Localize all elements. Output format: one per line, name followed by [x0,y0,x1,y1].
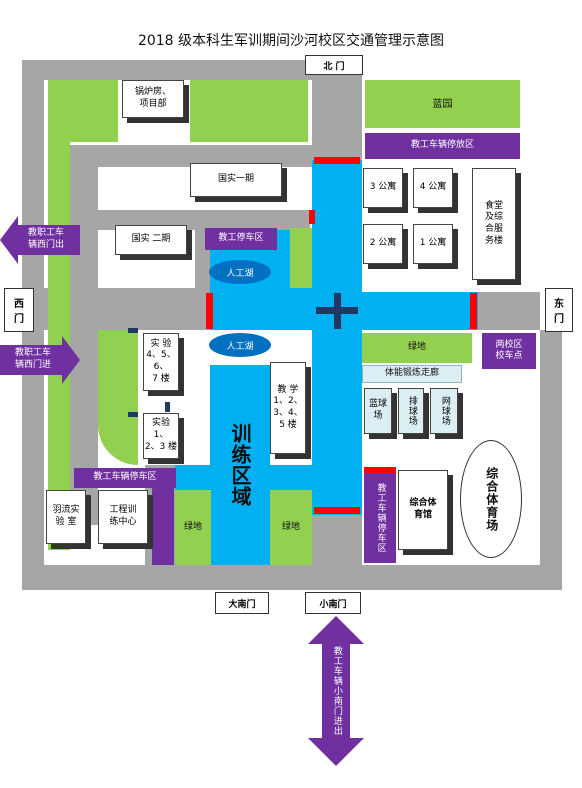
marker-lab-3 [165,402,170,412]
zone-north-south-axis [312,160,362,515]
green-mid-east-label: 绿地 [407,342,426,353]
building-guoshi-1: 国实一期 [190,163,282,197]
road-outer-right [540,330,562,590]
road-south-small-gate [312,510,362,570]
road-outer-top [22,60,362,80]
arrow-west-enter-icon [0,336,80,384]
gate-north: 北 门 [305,55,363,75]
court-volleyball: 排球场 [398,388,424,434]
artificial-lake-north: 人工湖 [209,260,271,284]
building-boiler: 锅炉房、 项目部 [122,80,184,118]
marker-lab-1 [128,328,138,333]
parking-south-west-strip [152,488,174,565]
building-badminton: 羽流实 验 室 [46,490,86,544]
gate-big-south: 大南门 [215,592,269,614]
green-patch-north-mid [290,228,312,288]
green-north-left [68,80,118,142]
building-dorm-3: 3 公寓 [363,168,403,208]
arrow-west-exit-label: 教职工车 辆西门出 [27,228,64,250]
green-south [270,490,312,565]
parking-north-east: 教工车辆停放区 [365,133,520,159]
arrow-west-exit-icon [0,216,80,264]
building-dorm-4: 4 公寓 [413,168,453,208]
arrow-west-enter-label: 教职工车 辆西门进 [14,348,51,370]
building-guoshi-2: 国实 二期 [115,225,187,255]
training-area-label: 训练区域 [228,423,252,507]
marker-lab-2 [128,412,138,417]
building-teaching: 教 学 1、2、 3、4、 5 楼 [270,362,306,454]
garden-label: 蓝园 [432,98,453,110]
building-canteen: 食堂 及综 合服 务楼 [472,168,516,280]
building-lab-4567: 实 验 4、5、6、 7 楼 [143,333,179,391]
fitness-corridor: 体能锻炼走廊 [362,365,462,383]
barrier-east [470,293,477,329]
building-engineering: 工程训 练中心 [98,490,148,544]
building-dorm-2: 2 公寓 [363,224,403,264]
crossroad-marker-v [334,293,341,329]
court-tennis: 网球场 [430,388,458,434]
arrow-south-icon [308,616,364,766]
court-basketball: 蓝球场 [364,388,392,434]
parking-south-west: 教工车辆停车区 [74,468,176,488]
gate-east: 东 门 [545,288,573,332]
green-strip-north-left [48,80,70,550]
road-outer-bottom [22,565,562,590]
barrier-west [206,293,213,329]
barrier-south-small [314,507,360,514]
green-lab-area [98,330,138,465]
road-east-connector [478,292,540,330]
garden [365,80,520,128]
parking-guoshi: 教工停车区 [205,228,277,250]
page-title: 2018 级本科生军训期间沙河校区交通管理示意图 [137,33,445,49]
zone-south-band [175,465,362,490]
parking-south-east: 教工车辆停车区 [364,473,396,563]
artificial-lake-south: 人工湖 [209,333,271,357]
stadium: 综合体育场 [460,440,522,558]
gate-small-south: 小南门 [305,592,361,614]
building-dorm-1: 1 公寓 [413,224,453,264]
road-north-main [312,75,362,165]
building-lab-123: 实验 1、 2、3 楼 [143,413,179,459]
arrow-south-label: 教工车辆小南门进出 [331,646,342,736]
green-south-west [175,490,211,565]
green-north-mid [190,80,308,142]
green-south-west-label: 绿地 [183,521,202,532]
road-inner-left [70,145,98,525]
building-gym: 综合体 育馆 [398,470,448,550]
gate-west: 西 门 [4,288,34,332]
parking-two-campus: 两校区 校车点 [482,333,536,369]
green-mid-east [362,333,472,363]
barrier-gym [364,467,396,473]
road-inner-top [70,145,315,167]
barrier-north [314,157,360,164]
green-south-label: 绿地 [281,521,300,532]
barrier-guoshi [309,210,315,224]
